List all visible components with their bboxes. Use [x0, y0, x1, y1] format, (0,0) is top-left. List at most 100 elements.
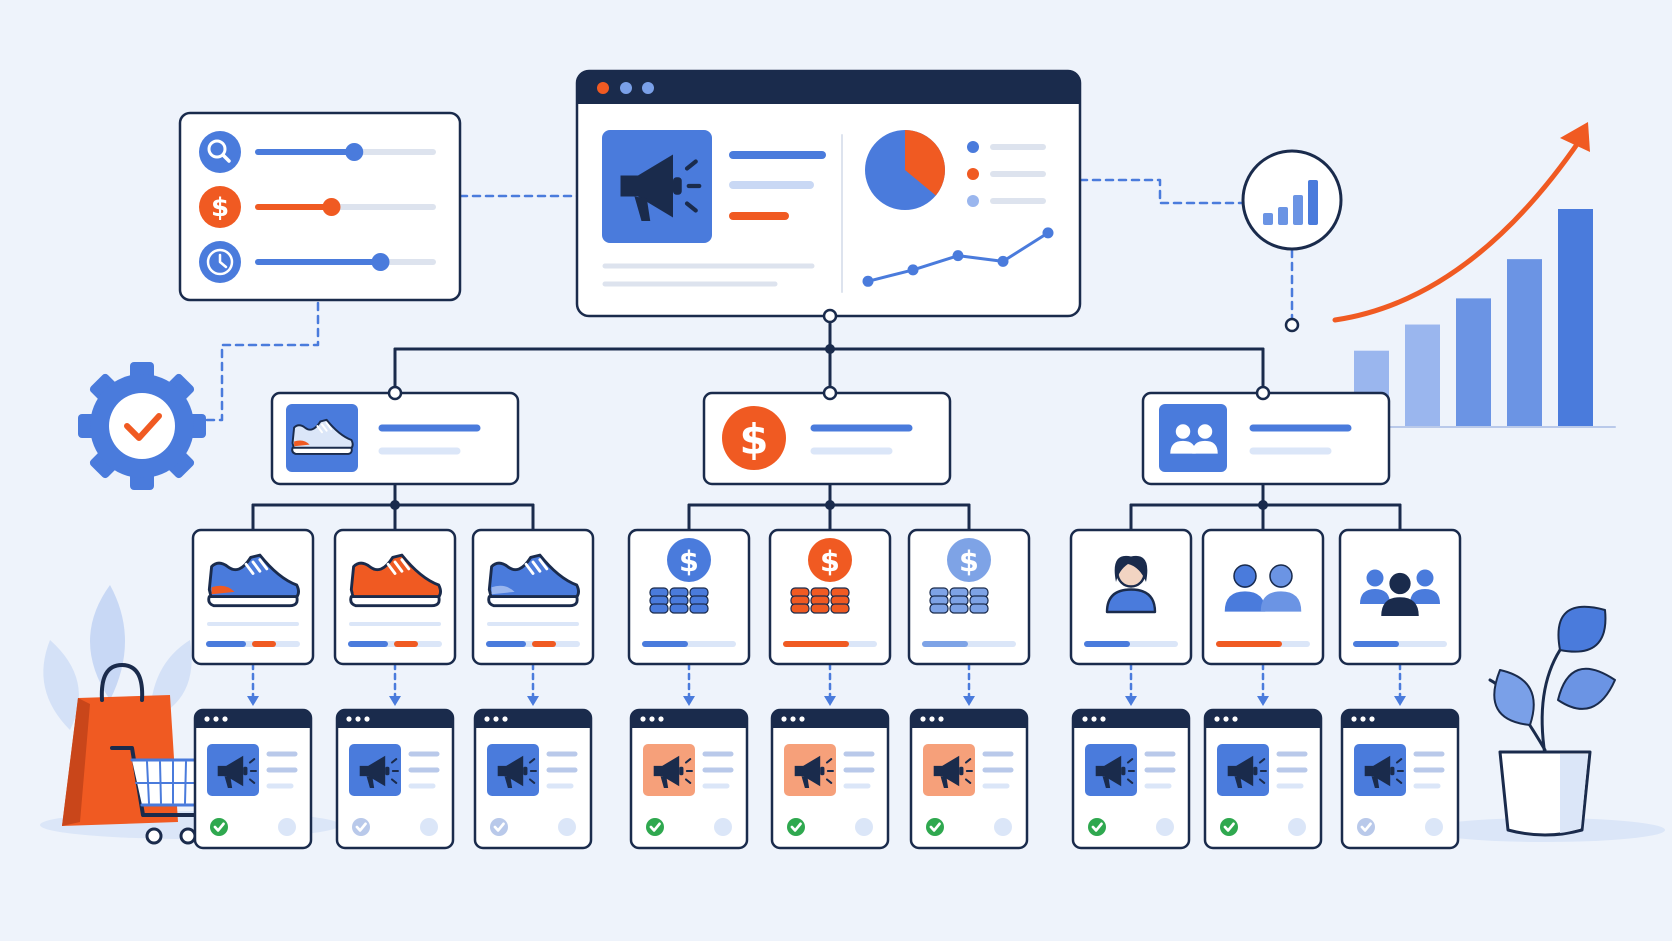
variation-card[interactable]: $	[907, 528, 1031, 666]
background-leaf	[90, 585, 125, 700]
ad-output-card[interactable]	[909, 708, 1029, 850]
megaphone-waves	[1395, 758, 1404, 784]
window-dot	[1091, 716, 1097, 722]
trend-point	[1042, 227, 1054, 239]
megaphone-mouth	[1390, 766, 1395, 776]
sneaker-laces	[244, 558, 269, 575]
growth-bar	[1405, 324, 1440, 427]
megaphone-icon	[1364, 755, 1404, 788]
connector-node	[387, 385, 403, 401]
slider-knob[interactable]	[371, 253, 390, 271]
sneaker-upper	[207, 553, 300, 601]
variation-card[interactable]	[1069, 528, 1193, 666]
dollar-glyph: $	[820, 544, 840, 578]
user-silhouette	[1170, 424, 1196, 454]
ad-output-card[interactable]	[473, 708, 593, 850]
branch-card[interactable]: $	[702, 391, 952, 486]
ad-output-card[interactable]	[1071, 708, 1191, 850]
variation-card[interactable]	[191, 528, 315, 666]
ad-card-titlebar	[1073, 710, 1189, 728]
check-circle	[1357, 818, 1375, 836]
status-dot	[278, 818, 296, 836]
window-dot	[1360, 716, 1366, 722]
check-circle	[646, 818, 664, 836]
master-ad-window[interactable]	[575, 69, 1082, 318]
window-dot	[1214, 716, 1220, 722]
silhouette-body	[1170, 440, 1196, 454]
shopping-bag-handle	[99, 663, 145, 702]
coin	[669, 603, 689, 614]
ad-output-card[interactable]	[193, 708, 313, 850]
sneaker-heel	[353, 585, 377, 595]
megaphone-body	[794, 755, 821, 787]
dollar-coin-icon: $	[947, 538, 991, 582]
branch-card[interactable]	[1141, 391, 1391, 486]
window-dot	[799, 716, 805, 722]
trend-point	[907, 264, 919, 276]
variation-card[interactable]	[471, 528, 595, 666]
dollar-glyph: $	[740, 415, 769, 464]
connector-node	[822, 308, 838, 324]
window-dot	[620, 82, 632, 94]
dollar-glyph: $	[959, 544, 979, 578]
check-icon	[1357, 818, 1375, 836]
filter-slider-row[interactable]: $	[199, 186, 436, 228]
arrow-head	[1257, 696, 1269, 706]
megaphone-waves	[1258, 758, 1267, 784]
branch-card[interactable]	[270, 391, 520, 486]
ad-card-titlebar	[475, 710, 591, 728]
slider-knob[interactable]	[322, 198, 341, 216]
variation-card[interactable]	[333, 528, 457, 666]
connector-node	[822, 385, 838, 401]
trend-point	[997, 255, 1009, 267]
ad-output-card[interactable]	[1340, 708, 1460, 850]
variation-card[interactable]	[1201, 528, 1325, 666]
ad-card-titlebar	[631, 710, 747, 728]
variation-card[interactable]: $	[768, 528, 892, 666]
dollar-coin	[667, 538, 711, 582]
megaphone-icon	[217, 755, 257, 788]
pie-chart	[865, 130, 946, 210]
ad-output-card[interactable]	[629, 708, 749, 850]
check-mark	[649, 822, 661, 832]
variation-card-frame	[627, 528, 751, 666]
cart-wheel	[179, 827, 197, 845]
ad-card-titlebar	[1342, 710, 1458, 728]
legend-dot	[967, 195, 979, 207]
megaphone-handle	[1234, 776, 1243, 788]
check-icon	[926, 818, 944, 836]
megaphone-handle	[504, 776, 513, 788]
filter-slider-row[interactable]	[199, 131, 436, 173]
megaphone-waves	[964, 758, 973, 784]
potted-plant-icon	[1488, 605, 1616, 837]
variation-card[interactable]	[1338, 528, 1462, 666]
window-dot	[790, 716, 796, 722]
arrow-head	[1125, 696, 1137, 706]
megaphone-icon	[1095, 755, 1135, 788]
slider-knob[interactable]	[345, 143, 364, 161]
megaphone-waves	[684, 758, 693, 784]
shopping-bag-side	[62, 698, 90, 826]
megaphone-handle	[224, 776, 233, 788]
window-dot	[222, 716, 228, 722]
megaphone-handle	[1371, 776, 1380, 788]
ad-output-card[interactable]	[1203, 708, 1323, 850]
variation-card-frame	[1338, 528, 1462, 666]
window-dot	[493, 716, 499, 722]
filter-slider-row[interactable]	[199, 241, 436, 283]
megaphone-handle	[366, 776, 375, 788]
window-dot	[364, 716, 370, 722]
window-dot	[640, 716, 646, 722]
ad-output-card[interactable]	[770, 708, 890, 850]
megaphone-icon	[933, 755, 973, 788]
megaphone-mouth	[523, 766, 528, 776]
clock-hands	[218, 253, 228, 269]
ad-output-card[interactable]	[335, 708, 455, 850]
window-dot	[1100, 716, 1106, 722]
connector-junction	[1258, 500, 1268, 510]
filter-panel[interactable]: $	[178, 111, 462, 302]
variation-card[interactable]: $	[627, 528, 751, 666]
search-handle	[221, 153, 231, 163]
check-icon	[352, 818, 370, 836]
